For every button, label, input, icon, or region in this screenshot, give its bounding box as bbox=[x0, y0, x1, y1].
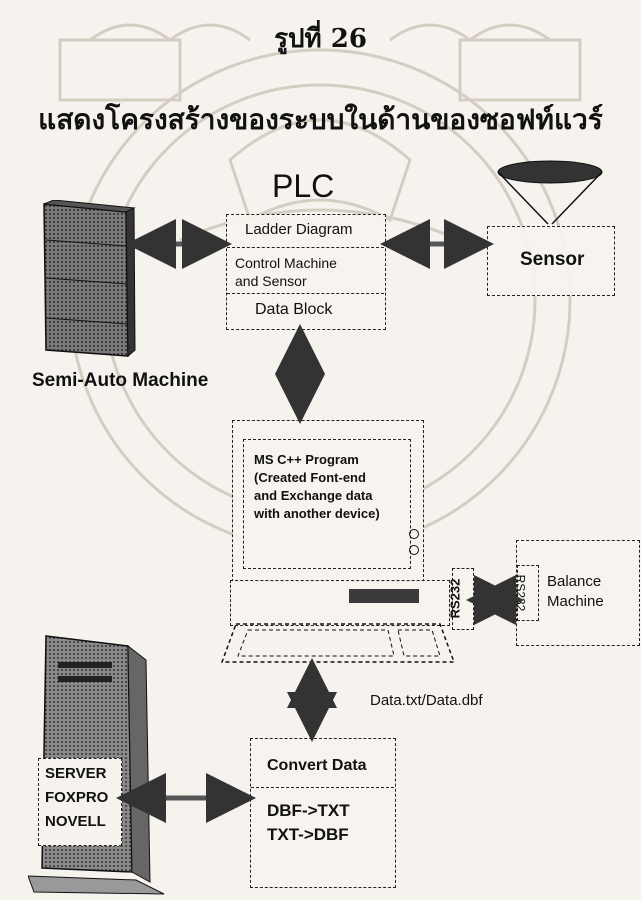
pc-screen: MS C++ Program (Created Font-end and Exc… bbox=[243, 439, 411, 569]
convert-data-box: Convert Data DBF->TXT TXT->DBF bbox=[250, 738, 396, 888]
server-box: SERVER FOXPRO NOVELL bbox=[38, 758, 122, 846]
convert-title: Convert Data bbox=[267, 757, 367, 774]
program-line2: (Created Font-end bbox=[254, 470, 366, 485]
plc-divider-1 bbox=[227, 247, 384, 248]
sensor-label: Sensor bbox=[520, 249, 585, 270]
plc-control-line2: and Sensor bbox=[235, 273, 307, 289]
pc-case bbox=[230, 580, 450, 626]
sensor-cone-icon bbox=[497, 160, 603, 225]
machine-cabinet-icon bbox=[43, 200, 136, 358]
plc-data-block: Data Block bbox=[255, 301, 333, 318]
convert-divider bbox=[251, 787, 394, 788]
server-line3: NOVELL bbox=[45, 813, 106, 830]
figure-number: รูปที่ 26 bbox=[274, 24, 367, 54]
plc-ladder-diagram: Ladder Diagram bbox=[245, 221, 353, 238]
convert-line2: TXT->DBF bbox=[267, 825, 349, 844]
server-line1: SERVER bbox=[45, 765, 107, 782]
plc-control-line1: Control Machine bbox=[235, 255, 337, 271]
figure-caption: แสดงโครงสร้างของระบบในด้านของซอฟท์แวร์ bbox=[38, 103, 603, 136]
balance-machine-box: RS232 Balance Machine bbox=[513, 540, 640, 646]
keyboard-icon bbox=[220, 623, 456, 663]
pc-knob-2 bbox=[409, 545, 419, 555]
sensor-box: Sensor bbox=[487, 226, 615, 296]
plc-title: PLC bbox=[272, 168, 335, 204]
plc-divider-2 bbox=[227, 293, 384, 294]
program-line3: and Exchange data bbox=[254, 488, 373, 503]
plc-box: Ladder Diagram Control Machine and Senso… bbox=[226, 214, 386, 330]
server-line2: FOXPRO bbox=[45, 789, 109, 806]
pc-monitor: MS C++ Program (Created Font-end and Exc… bbox=[232, 420, 424, 582]
program-line1: MS C++ Program bbox=[254, 452, 359, 467]
balance-line2: Machine bbox=[547, 593, 604, 610]
pc-knob-1 bbox=[409, 529, 419, 539]
pc-drive bbox=[349, 589, 419, 603]
machine-label: Semi-Auto Machine bbox=[32, 370, 209, 391]
data-file-label: Data.txt/Data.dbf bbox=[370, 692, 483, 709]
balance-line1: Balance bbox=[547, 573, 602, 590]
program-line4: with another device) bbox=[254, 506, 380, 521]
convert-line1: DBF->TXT bbox=[267, 801, 350, 820]
